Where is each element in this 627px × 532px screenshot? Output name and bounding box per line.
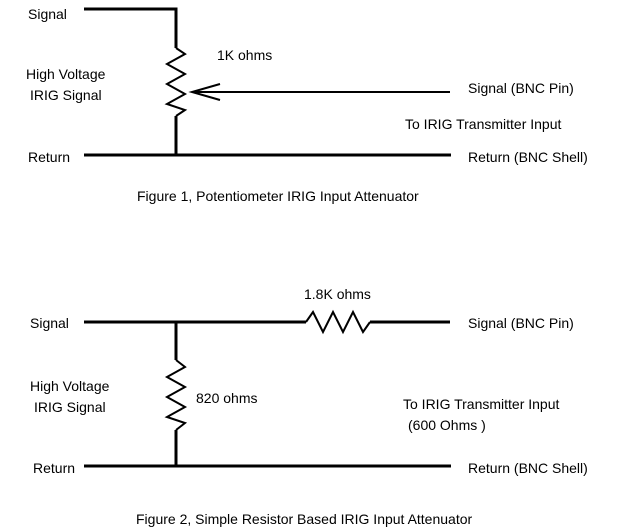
fig1-source-label-line2: IRIG Signal bbox=[30, 87, 102, 103]
figure-2-schematic: 1.8K ohms Signal Signal (BNC Pin) High V… bbox=[30, 286, 588, 527]
fig2-out-return-label: Return (BNC Shell) bbox=[468, 460, 588, 476]
fig2-return-label: Return bbox=[33, 460, 75, 476]
fig1-destination-label: To IRIG Transmitter Input bbox=[405, 116, 561, 132]
fig2-source-label-line1: High Voltage bbox=[30, 378, 110, 394]
fig2-impedance-label: (600 Ohms ) bbox=[408, 417, 486, 433]
fig2-shunt-value-label: 820 ohms bbox=[196, 390, 257, 406]
fig1-potentiometer-resistor bbox=[164, 47, 188, 117]
fig2-caption: Figure 2, Simple Resistor Based IRIG Inp… bbox=[136, 511, 473, 527]
fig1-source-label-line1: High Voltage bbox=[26, 66, 106, 82]
fig1-out-signal-label: Signal (BNC Pin) bbox=[468, 80, 574, 96]
fig1-signal-label: Signal bbox=[28, 6, 67, 22]
fig1-caption: Figure 1, Potentiometer IRIG Input Atten… bbox=[137, 188, 419, 204]
fig1-signal-input-wire bbox=[84, 7, 178, 48]
fig2-signal-label: Signal bbox=[30, 315, 69, 331]
fig1-pot-value-label: 1K ohms bbox=[217, 47, 272, 63]
fig2-series-resistor bbox=[305, 309, 371, 335]
fig2-out-signal-label: Signal (BNC Pin) bbox=[468, 315, 574, 331]
fig2-destination-label: To IRIG Transmitter Input bbox=[403, 396, 559, 412]
fig1-wiper-arrowhead bbox=[188, 83, 221, 101]
fig2-series-value-label: 1.8K ohms bbox=[304, 286, 371, 302]
fig2-shunt-resistor bbox=[164, 359, 188, 431]
figure-1-schematic: Signal High Voltage IRIG Signal 1K ohms … bbox=[26, 6, 588, 204]
fig2-source-label-line2: IRIG Signal bbox=[34, 399, 106, 415]
fig1-out-return-label: Return (BNC Shell) bbox=[468, 149, 588, 165]
fig1-return-label: Return bbox=[28, 149, 70, 165]
